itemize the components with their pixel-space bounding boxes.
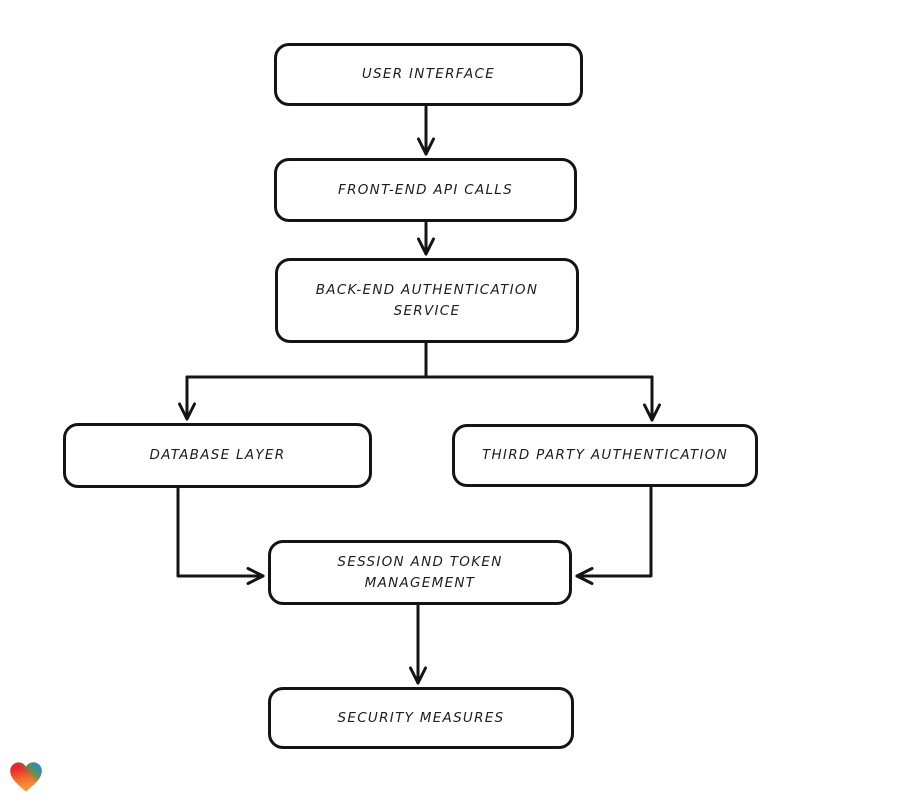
node-session-and-token-management[interactable]: SESSION AND TOKEN MANAGEMENT xyxy=(268,540,572,605)
node-front-end-api-calls[interactable]: FRONT-END API CALLS xyxy=(274,158,577,222)
heart-gradient-logo xyxy=(10,762,42,792)
node-front-end-api-calls-label: FRONT-END API CALLS xyxy=(338,181,513,198)
node-database-layer[interactable]: DATABASE LAYER xyxy=(63,423,372,488)
node-user-interface[interactable]: USER INTERFACE xyxy=(274,43,583,106)
node-security-measures-label: SECURITY MEASURES xyxy=(337,709,505,726)
node-third-party-authentication-label: THIRD PARTY AUTHENTICATION xyxy=(481,447,729,464)
node-database-layer-label: DATABASE LAYER xyxy=(149,447,286,464)
node-security-measures[interactable]: SECURITY MEASURES xyxy=(268,687,574,749)
node-back-end-authentication-service-label: BACK-END AUTHENTICATION SERVICE xyxy=(315,281,539,319)
node-back-end-authentication-service[interactable]: BACK-END AUTHENTICATION SERVICE xyxy=(275,258,579,343)
heart-shape-overlay xyxy=(10,762,42,792)
edge-database-to-session xyxy=(176,487,265,585)
edge-thirdparty-to-session xyxy=(575,486,653,585)
node-user-interface-label: USER INTERFACE xyxy=(361,66,496,83)
node-session-and-token-management-label: SESSION AND TOKEN MANAGEMENT xyxy=(337,553,503,591)
node-third-party-authentication[interactable]: THIRD PARTY AUTHENTICATION xyxy=(452,424,758,487)
